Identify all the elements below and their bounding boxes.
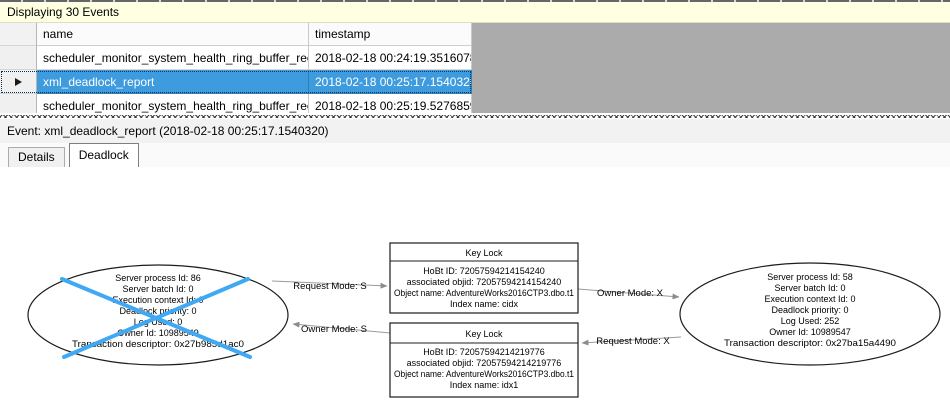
process-attr: Server batch Id: 0 (122, 284, 193, 294)
events-grid: name timestamp scheduler_monitor_system_… (0, 23, 472, 113)
tab-deadlock[interactable]: Deadlock (68, 143, 139, 167)
cell-name[interactable]: scheduler_monitor_system_health_ring_buf… (37, 94, 309, 113)
resource-attr: Index name: idx1 (450, 380, 519, 390)
events-count-label: Displaying 30 Events (7, 5, 120, 19)
process-attr: Execution context Id: 0 (112, 295, 203, 305)
column-header-name[interactable]: name (37, 23, 309, 46)
tab-details[interactable]: Details (8, 147, 65, 167)
detail-tab-strip: Details Deadlock (0, 143, 950, 167)
cell-name[interactable]: xml_deadlock_report (37, 70, 309, 94)
edge-label-owner-s: Owner Mode: S (301, 324, 367, 335)
resource-title: Key Lock (465, 329, 503, 339)
edge-label-owner-x: Owner Mode: X (597, 288, 664, 299)
cell-timestamp[interactable]: 2018-02-18 00:25:17.1540320 (309, 70, 472, 94)
process-attr: Server process Id: 86 (115, 273, 201, 283)
grid-row-selected[interactable]: xml_deadlock_report 2018-02-18 00:25:17.… (0, 70, 472, 94)
clipped-toolbar-strip (0, 0, 950, 2)
events-grid-zone: name timestamp scheduler_monitor_system_… (0, 23, 950, 113)
process-attr: Execution context Id: 0 (764, 294, 855, 304)
deadlock-graph-panel: Server process Id: 86 Server batch Id: 0… (0, 167, 950, 400)
process-attr: Log Used: 252 (781, 316, 840, 326)
process-attr: Server batch Id: 0 (774, 283, 845, 293)
resource-attr: associated objid: 72057594214219776 (407, 358, 562, 368)
horizontal-splitter[interactable] (0, 113, 950, 119)
grid-corner-cell[interactable] (0, 23, 37, 46)
edge-request-x (581, 336, 682, 346)
process-attr: Log Used: 0 (134, 317, 183, 327)
edge-label-request-s: Request Mode: S (293, 281, 366, 292)
resource-attr: Object name: AdventureWorks2016CTP3.dbo.… (394, 288, 574, 298)
event-summary-label: Event: xml_deadlock_report (2018-02-18 0… (7, 124, 329, 138)
row-header-cell[interactable] (0, 70, 37, 94)
process-attr: Owner Id: 10989547 (769, 327, 851, 337)
splitter-grip-icon (0, 115, 950, 118)
resource-node-key-lock-top[interactable] (389, 242, 579, 314)
process-node[interactable] (679, 262, 941, 366)
resource-title: Key Lock (465, 248, 503, 258)
resource-attr: Object name: AdventureWorks2016CTP3.dbo.… (394, 369, 574, 379)
resource-attr: HoBt ID: 72057594214219776 (423, 347, 545, 357)
current-row-indicator-icon (14, 77, 22, 86)
process-attr: Owner Id: 10989549 (117, 328, 199, 338)
edge-owner-x (577, 288, 680, 300)
column-header-timestamp[interactable]: timestamp (309, 23, 472, 46)
grid-row[interactable]: scheduler_monitor_system_health_ring_buf… (0, 94, 472, 113)
resource-attr: Index name: cidx (450, 299, 519, 309)
resource-attr: HoBt ID: 72057594214154240 (423, 266, 545, 276)
grid-header-row: name timestamp (0, 23, 472, 46)
event-summary-bar: Event: xml_deadlock_report (2018-02-18 0… (0, 119, 950, 143)
row-header-cell[interactable] (0, 94, 37, 113)
grid-row[interactable]: scheduler_monitor_system_health_ring_buf… (0, 46, 472, 70)
process-attr: Transaction descriptor: 0x27ba15a4490 (724, 338, 896, 348)
resource-node-key-lock-bottom[interactable] (389, 322, 579, 398)
edge-owner-s (292, 321, 391, 334)
process-attr: Transaction descriptor: 0x27b985d1ac0 (72, 339, 244, 349)
events-count-bar: Displaying 30 Events (0, 2, 950, 23)
edge-label-request-x: Request Mode: X (596, 336, 670, 347)
deadlock-graph-svg: Server process Id: 86 Server batch Id: 0… (27, 242, 941, 398)
cell-timestamp[interactable]: 2018-02-18 00:25:19.5276859 (309, 94, 472, 113)
cell-timestamp[interactable]: 2018-02-18 00:24:19.3516078 (309, 46, 472, 70)
process-attr: Deadlock priority: 0 (119, 306, 196, 316)
cell-name[interactable]: scheduler_monitor_system_health_ring_buf… (37, 46, 309, 70)
process-attr: Deadlock priority: 0 (771, 305, 848, 315)
edge-request-s (271, 280, 388, 289)
process-attr: Server process Id: 58 (767, 272, 853, 282)
row-header-cell[interactable] (0, 46, 37, 70)
resource-attr: associated objid: 72057594214154240 (407, 277, 562, 287)
victim-cross-icon (62, 277, 250, 359)
